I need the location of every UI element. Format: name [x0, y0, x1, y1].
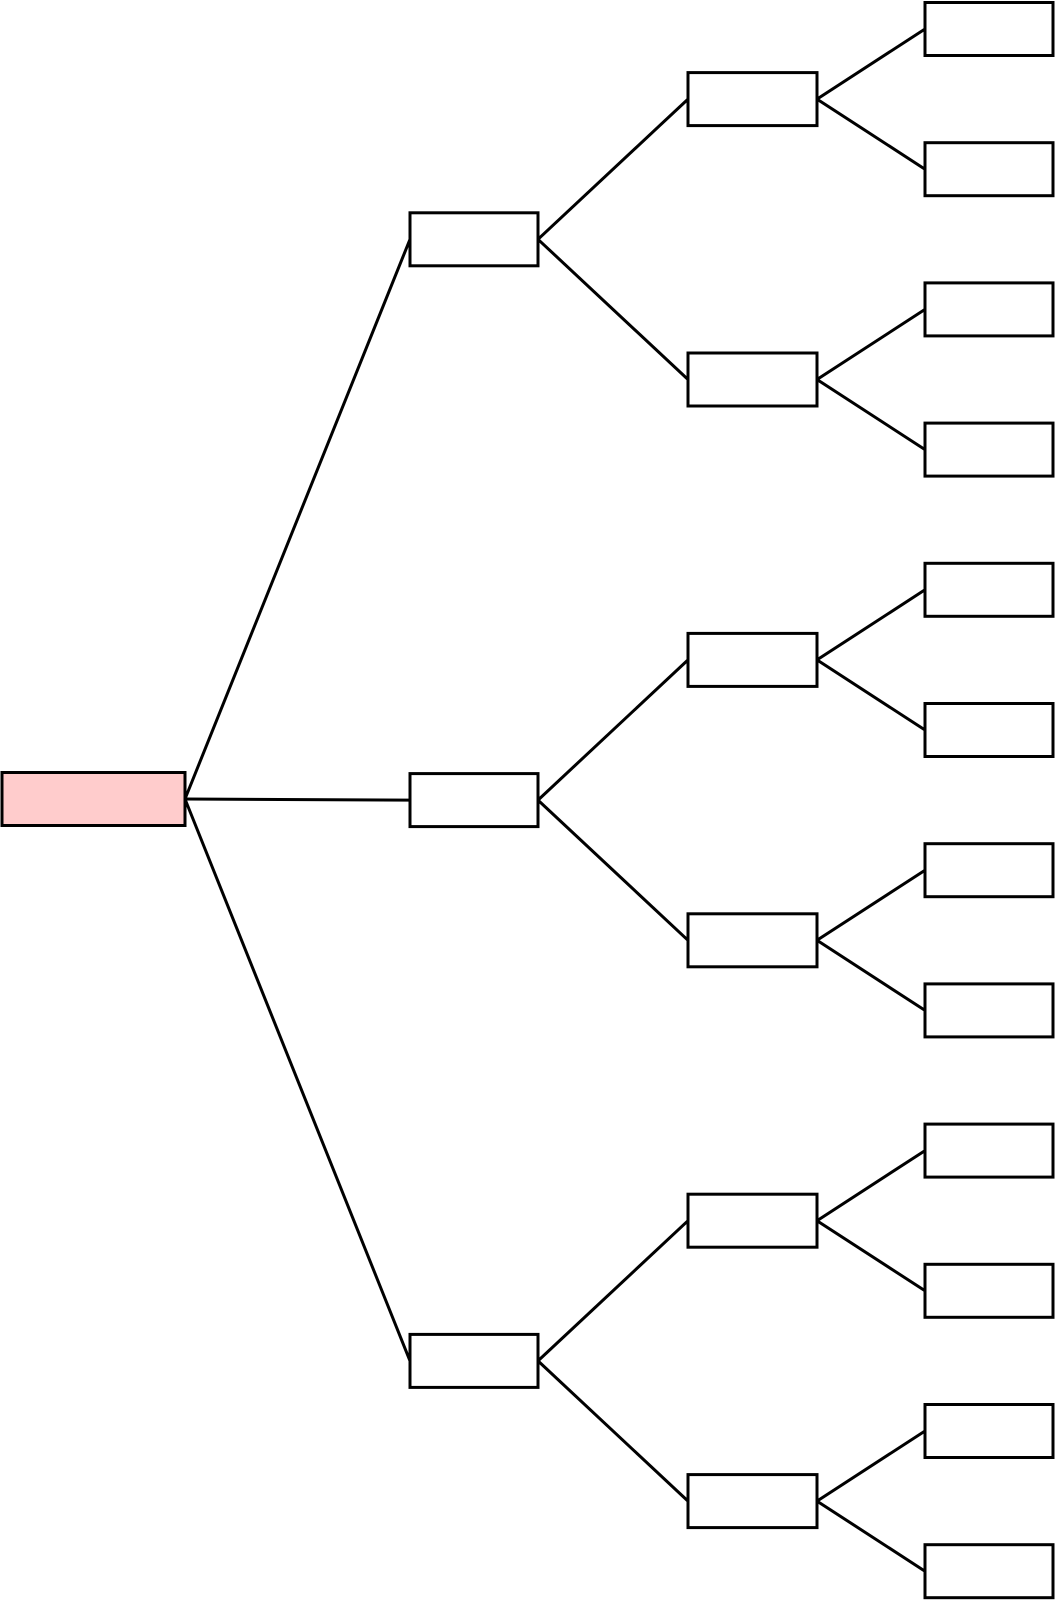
node-3-1 — [686, 1192, 819, 1249]
node-1-2-2 — [923, 421, 1055, 478]
edge-root-to-root-1 — [183, 238, 412, 800]
node-2-1 — [686, 631, 819, 688]
edge-root-3-1-to-root-3-1-2 — [816, 1219, 926, 1293]
edge-root-1-1-to-root-1-1-2 — [816, 97, 926, 171]
node-3-1-2 — [923, 1262, 1055, 1319]
root-node — [0, 771, 187, 827]
edge-root-2-1-to-root-2-1-2 — [816, 658, 926, 732]
node-2-2 — [686, 912, 819, 969]
edge-root-to-root-3 — [183, 798, 412, 1362]
edge-root-3-to-root-3-1 — [536, 1219, 690, 1362]
edge-root-3-2-to-root-3-2-2 — [816, 1499, 926, 1573]
edge-layer — [183, 27, 926, 1573]
node-2 — [408, 772, 540, 829]
edge-root-1-2-to-root-1-2-1 — [816, 308, 926, 381]
node-2-2-2 — [923, 982, 1055, 1039]
node-1-2 — [686, 351, 819, 408]
edge-root-2-to-root-2-2 — [536, 799, 690, 942]
node-1-2-1 — [923, 281, 1055, 338]
node-3-1-1 — [923, 1122, 1055, 1179]
edge-root-3-1-to-root-3-1-1 — [816, 1149, 926, 1222]
node-2-1-1 — [923, 561, 1055, 618]
edge-root-2-to-root-2-1 — [536, 658, 690, 802]
node-1-1-2 — [923, 141, 1055, 198]
node-3-2-2 — [923, 1543, 1055, 1600]
node-3-2-1 — [923, 1403, 1055, 1459]
edge-root-3-2-to-root-3-2-1 — [816, 1429, 926, 1503]
edge-root-to-root-2 — [184, 797, 411, 802]
edge-root-1-1-to-root-1-1-1 — [816, 27, 926, 101]
edge-root-1-to-root-1-2 — [536, 238, 690, 381]
edge-root-3-to-root-3-2 — [536, 1359, 690, 1503]
edge-root-2-2-to-root-2-2-2 — [816, 939, 926, 1012]
node-3-2 — [686, 1473, 819, 1530]
node-3 — [408, 1332, 540, 1389]
edge-root-2-2-to-root-2-2-1 — [816, 868, 926, 942]
node-2-2-1 — [923, 842, 1055, 899]
edge-root-1-to-root-1-1 — [536, 98, 690, 241]
node-2-1-2 — [923, 702, 1055, 758]
node-1-1 — [686, 71, 819, 128]
node-1-1-1 — [923, 1, 1055, 57]
edge-root-2-1-to-root-2-1-1 — [816, 588, 926, 662]
node-1 — [408, 211, 540, 268]
edge-root-1-2-to-root-1-2-2 — [816, 378, 926, 451]
